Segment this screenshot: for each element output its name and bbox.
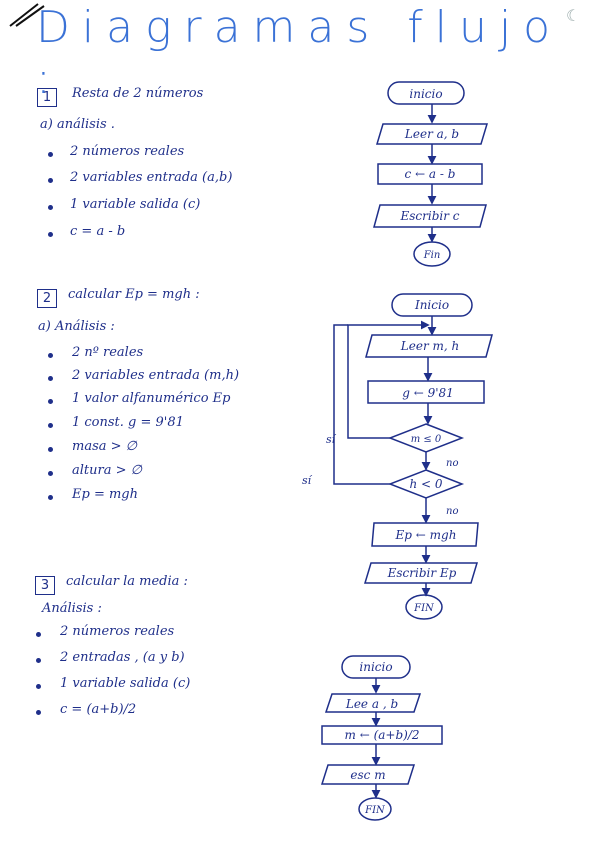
flow3-process-label: m ← (a+b)/2: [345, 728, 420, 742]
flowchart-2: [333, 293, 493, 620]
bullet-dot: [36, 658, 41, 663]
flow3-process: [321, 725, 443, 745]
flow2-start-label: Inicio: [414, 298, 449, 312]
bullet-dot: [36, 684, 41, 689]
flow2-yes-loop-h: [333, 324, 390, 485]
section-3-number: 3: [35, 576, 55, 595]
flow2-end-label: FIN: [413, 603, 435, 614]
section-2-number: 2: [37, 289, 57, 308]
flow3-write-label: esc m: [350, 768, 385, 782]
bullet-dot: [48, 232, 53, 237]
bullet-dot: [36, 710, 41, 715]
bullet-dot: [48, 471, 53, 476]
section-1-bullet-1: 2 números reales: [70, 144, 185, 159]
page-title: Diagramas flujo :: [36, 2, 563, 104]
flow3-end-terminal: [358, 797, 392, 821]
bullet-dot: [48, 447, 53, 452]
section-2-subheading: a) Análisis :: [38, 319, 115, 334]
flow1-write-label: Escribir c: [399, 209, 459, 223]
flow3-end-label: FIN: [364, 805, 386, 816]
flow2-decision-m-label: m ≤ 0: [411, 434, 442, 445]
flow2-yes-loop-m: [347, 320, 430, 439]
bullet-dot: [48, 178, 53, 183]
section-2-bullet-5: masa > ∅: [72, 439, 137, 454]
flow2-process-g-label: g ← 9'81: [402, 386, 454, 400]
section-1-bullet-3: 1 variable salida (c): [70, 197, 201, 212]
section-3-bullet-1: 2 números reales: [60, 624, 175, 639]
bullet-dot: [36, 632, 41, 637]
bullet-dot: [48, 399, 53, 404]
section-2-bullet-6: altura > ∅: [72, 463, 142, 478]
section-2-heading: calcular Ep = mgh :: [68, 287, 200, 302]
bullet-dot: [48, 205, 53, 210]
section-3-bullet-2: 2 entradas , (a y b): [60, 650, 185, 665]
section-1-bullet-2: 2 variables entrada (a,b): [70, 170, 233, 185]
section-3-subheading: Análisis :: [42, 601, 102, 616]
flow2-compute-process: [371, 522, 479, 547]
section-1-number: 1: [37, 88, 57, 107]
section-3-heading: calcular la media :: [66, 574, 188, 589]
flowchart-1: [373, 81, 489, 267]
flow2-write-io: [363, 562, 479, 584]
flow2-read-label: Leer m, h: [400, 339, 459, 353]
flowchart-3: [320, 655, 443, 821]
flow1-end-terminal: [413, 241, 451, 267]
flow3-read-io: [324, 693, 422, 713]
section-3-bullet-3: 1 variable salida (c): [60, 676, 191, 691]
flow2-read-io: [365, 334, 493, 358]
bullet-dot: [48, 376, 53, 381]
flow1-process-label: c ← a - b: [405, 167, 456, 181]
flow2-yes-label-m: sí: [326, 433, 337, 446]
flow1-read-io: [375, 123, 489, 145]
flow2-process-g: [367, 380, 485, 404]
flow2-yes-label-h: sí: [302, 474, 313, 487]
bullet-dot: [48, 152, 53, 157]
flow1-read-label: Leer a, b: [404, 127, 459, 141]
section-2-bullet-7: Ep = mgh: [72, 487, 138, 502]
flow3-read-label: Lee a , b: [345, 697, 398, 711]
flow2-no-label-h: no: [446, 506, 458, 517]
section-1-heading: Resta de 2 números: [72, 86, 204, 101]
flow1-write-io: [373, 204, 487, 228]
decorative-moon-icon: ☾: [566, 6, 581, 25]
bullet-dot: [48, 353, 53, 358]
flow2-decision-h-label: h < 0: [409, 477, 442, 491]
flow1-start-terminal: [387, 81, 465, 105]
section-2-bullet-2: 2 variables entrada (m,h): [72, 368, 240, 383]
flow2-compute-label: Ep ← mgh: [395, 528, 457, 542]
section-1-bullet-4: c = a - b: [70, 224, 126, 239]
bullet-dot: [48, 423, 53, 428]
flow3-start-label: inicio: [359, 660, 392, 674]
section-1-subheading: a) análisis .: [40, 117, 115, 132]
flow2-write-label: Escribir Ep: [387, 566, 457, 580]
flow3-write-io: [320, 764, 416, 785]
section-2-bullet-1: 2 nº reales: [72, 345, 144, 360]
flow2-end-terminal: [405, 594, 443, 620]
flow1-start-label: inicio: [409, 87, 442, 101]
section-2-bullet-3: 1 valor alfanumérico Ep: [72, 391, 231, 406]
flow2-no-label-m: no: [446, 458, 458, 469]
bullet-dot: [48, 495, 53, 500]
flow1-end-label: Fin: [423, 250, 441, 261]
section-2-bullet-4: 1 const. g = 9'81: [72, 415, 184, 430]
flow1-process: [377, 163, 483, 185]
section-3-bullet-4: c = (a+b)/2: [60, 702, 137, 717]
title-scribble-mark: [9, 3, 45, 27]
